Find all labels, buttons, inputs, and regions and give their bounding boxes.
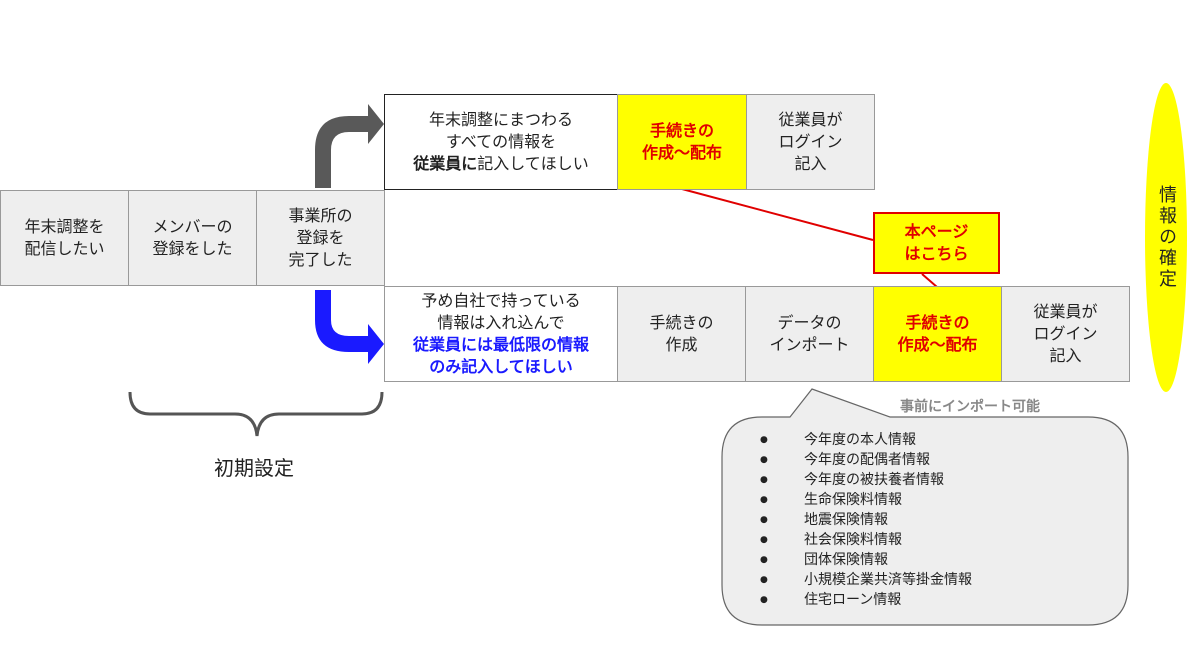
this-page-callout: 本ページ はこちら [873, 212, 1000, 274]
red-connector-top [681, 188, 874, 241]
step-text: 配信したい [24, 239, 105, 258]
callout-text: 本ページ [904, 222, 969, 241]
step-text: 記入 [794, 154, 827, 173]
list-item: 小規模企業共済等掛金情報 [760, 570, 972, 590]
importable-items-list: 今年度の本人情報 今年度の配偶者情報 今年度の被扶養者情報 生命保険料情報 地震… [760, 430, 972, 610]
step-text: 手続きの [649, 313, 714, 332]
callout-text: はこちら [904, 244, 969, 263]
list-item: 社会保険料情報 [760, 530, 972, 550]
step-text: 作成 [665, 335, 698, 354]
step-text: 事業所の [288, 206, 353, 225]
initial-setup-label: 初期設定 [214, 456, 294, 480]
step-text: 手続きの [905, 313, 970, 332]
bottom-step-create-distribute: 手続きの 作成〜配布 [873, 286, 1002, 382]
step-register-office: 事業所の 登録を 完了した [256, 190, 385, 286]
blue-arrow [315, 290, 384, 364]
brace [128, 391, 384, 437]
list-item: 生命保険料情報 [760, 490, 972, 510]
step-text: 登録を [296, 228, 345, 247]
final-confirm-text: 情報の確定 [1156, 185, 1177, 290]
list-item: 地震保険情報 [760, 510, 972, 530]
import-bubble-title: 事前にインポート可能 [900, 399, 1040, 415]
intro-text: 年末調整にまつわる [428, 110, 573, 129]
list-item: 団体保険情報 [760, 550, 972, 570]
top-step-employee-login: 従業員が ログイン 記入 [746, 94, 875, 190]
list-item: 今年度の本人情報 [760, 430, 972, 450]
step-text: 完了した [288, 250, 353, 269]
step-register-members: メンバーの 登録をした [128, 190, 257, 286]
step-text: 手続きの [649, 121, 714, 140]
step-text: インポート [769, 335, 850, 354]
bottom-step-import: データの インポート [745, 286, 874, 382]
intro-bold-text: 従業員に [413, 154, 478, 173]
step-text: メンバーの [152, 217, 233, 236]
step-text: 従業員が [1033, 302, 1098, 321]
intro-text: 予め自社で持っている [421, 291, 581, 310]
bottom-flow-intro: 予め自社で持っている 情報は入れ込んで 従業員には最低限の情報 のみ記入してほし… [384, 286, 618, 382]
list-item: 今年度の配偶者情報 [760, 450, 972, 470]
step-text: ログイン [1033, 324, 1098, 343]
final-confirm-ellipse: 情報の確定 [1145, 83, 1187, 392]
gray-arrow [315, 104, 384, 188]
bottom-step-employee-login: 従業員が ログイン 記入 [1001, 286, 1130, 382]
step-text: 作成〜配布 [641, 143, 722, 162]
step-text: 作成〜配布 [897, 335, 978, 354]
step-text: データの [777, 313, 842, 332]
step-text: 記入 [1049, 346, 1082, 365]
bottom-step-create: 手続きの 作成 [617, 286, 746, 382]
intro-blue-text: のみ記入してほしい [429, 357, 573, 376]
red-connector-bottom [921, 273, 938, 288]
top-step-create-distribute: 手続きの 作成〜配布 [617, 94, 747, 190]
step-text: 年末調整を [24, 217, 105, 236]
list-item: 住宅ローン情報 [760, 590, 972, 610]
top-flow-intro: 年末調整にまつわる すべての情報を 従業員に記入してほしい [384, 94, 618, 190]
step-text: 従業員が [778, 110, 843, 129]
list-item: 今年度の被扶養者情報 [760, 470, 972, 490]
intro-text: 記入してほしい [477, 154, 589, 173]
step-text: 登録をした [152, 239, 233, 258]
intro-text: すべての情報を [445, 132, 557, 151]
step-text: ログイン [778, 132, 843, 151]
intro-text: 情報は入れ込んで [437, 313, 565, 332]
step-distribute: 年末調整を 配信したい [0, 190, 129, 286]
intro-blue-text: 従業員には最低限の情報 [412, 335, 589, 354]
